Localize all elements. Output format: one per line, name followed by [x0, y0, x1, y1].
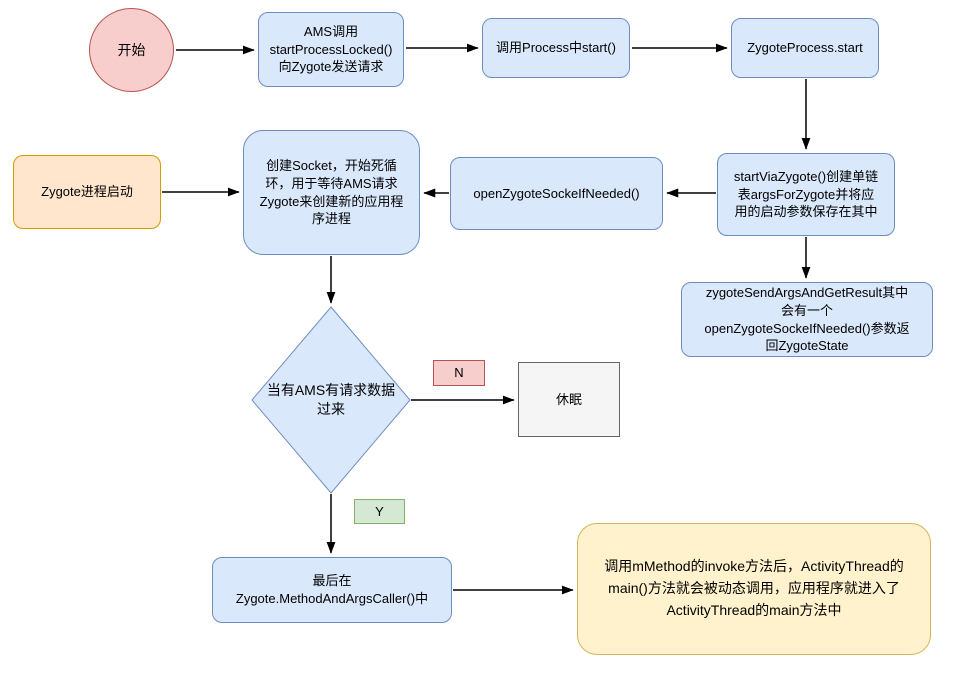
process-start-label: 调用Process中start(): [496, 40, 616, 56]
decision-diamond-shape: [251, 306, 411, 494]
ams-startprocesslocked-label: AMS调用 startProcessLocked() 向Zygote发送请求: [269, 24, 393, 75]
decision-ams-request-node: 当有AMS有请求数据 过来: [251, 365, 411, 435]
activitythread-main-node: 调用mMethod的invoke方法后，ActivityThread的 main…: [577, 523, 931, 655]
method-and-args-caller-label: 最后在 Zygote.MethodAndArgsCaller()中: [235, 573, 429, 606]
zygoteprocess-start-node: ZygoteProcess.start: [731, 18, 879, 78]
create-socket-node: 创建Socket，开始死循 环，用于等待AMS请求 Zygote来创建新的应用程…: [243, 130, 420, 255]
start-node: 开始: [89, 8, 174, 92]
zygote-launch-node: Zygote进程启动: [13, 155, 161, 229]
zygoteprocess-start-label: ZygoteProcess.start: [747, 40, 863, 56]
decision-ams-request-label: 当有AMS有请求数据 过来: [266, 382, 396, 417]
method-and-args-caller-node: 最后在 Zygote.MethodAndArgsCaller()中: [212, 557, 452, 623]
ams-startprocesslocked-node: AMS调用 startProcessLocked() 向Zygote发送请求: [258, 12, 404, 87]
branch-no-badge: N: [433, 360, 485, 386]
branch-no-label: N: [454, 365, 464, 381]
process-start-node: 调用Process中start(): [482, 18, 630, 78]
startviazygote-label: startViaZygote()创建单链 表argsForZygote并将应 用…: [733, 169, 879, 220]
branch-yes-badge: Y: [354, 499, 405, 524]
zygote-launch-label: Zygote进程启动: [41, 184, 133, 200]
sleep-label: 休眠: [555, 391, 582, 407]
start-node-label: 开始: [117, 41, 146, 58]
create-socket-label: 创建Socket，开始死循 环，用于等待AMS请求 Zygote来创建新的应用程…: [259, 158, 404, 227]
startviazygote-node: startViaZygote()创建单链 表argsForZygote并将应 用…: [717, 153, 895, 236]
openzygotesocket-node: openZygoteSockeIfNeeded(): [450, 157, 663, 230]
activitythread-main-label: 调用mMethod的invoke方法后，ActivityThread的 main…: [604, 558, 904, 618]
sleep-node: 休眠: [518, 362, 620, 437]
openzygotesocket-label: openZygoteSockeIfNeeded(): [473, 185, 640, 201]
zygotesendargs-label: zygoteSendArgsAndGetResult其中 会有一个 openZy…: [704, 285, 910, 354]
branch-yes-label: Y: [375, 503, 384, 519]
zygotesendargs-node: zygoteSendArgsAndGetResult其中 会有一个 openZy…: [681, 282, 933, 357]
